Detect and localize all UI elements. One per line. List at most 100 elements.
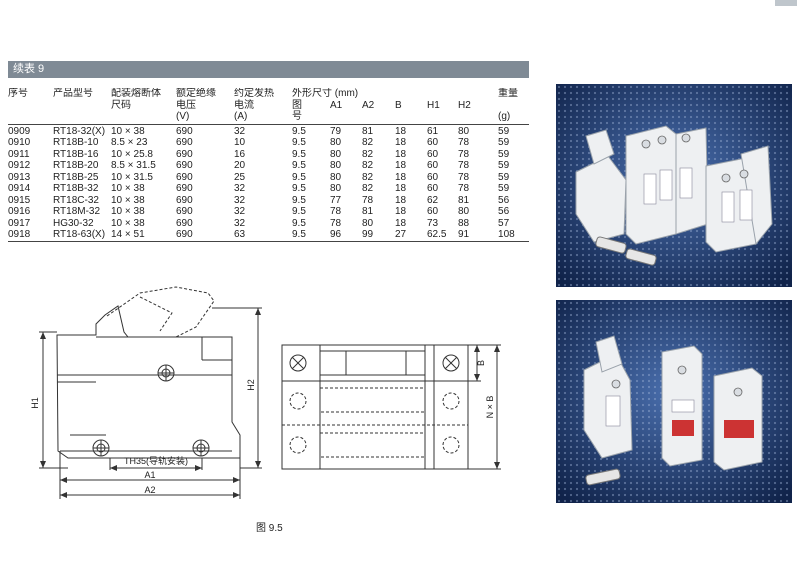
cell-fuse: 10 × 31.5 xyxy=(111,171,153,183)
cell-h1: 61 xyxy=(427,123,458,137)
cell-fuse: 10 × 38 xyxy=(111,206,145,217)
header-seq: 序号 xyxy=(8,88,28,99)
cell-a1: 80 xyxy=(330,160,342,171)
figure-caption: 图 9.5 xyxy=(256,523,283,534)
rail-mount-label: TH35(导轨安装) xyxy=(124,455,188,466)
header-b: B xyxy=(395,99,402,111)
cell-voltage: 690 xyxy=(176,160,193,171)
holder-handle-open xyxy=(106,286,215,338)
cell-h1: 60 xyxy=(427,206,439,217)
cell-fig: 9.5 xyxy=(292,229,330,242)
header-model: 产品型号 xyxy=(53,88,93,99)
loose-fuse-cartridge-2 xyxy=(585,468,621,486)
cell-weight: 59 xyxy=(498,123,530,137)
cell-h2: 78 xyxy=(458,183,470,194)
cell-a2: 99 xyxy=(362,229,395,242)
cell-a2: 82 xyxy=(362,160,374,171)
cell-model: RT18C-32 xyxy=(53,194,99,206)
cell-b: 27 xyxy=(395,229,427,242)
spec-table: 序号 产品型号 配装熔断体尺码 额定绝缘电压(V) 约定发热电流(A) 外形尺寸… xyxy=(8,88,530,242)
cell-weight: 56 xyxy=(498,206,510,217)
cell-current: 32 xyxy=(234,206,246,217)
header-fig: 图号 xyxy=(292,99,302,123)
cell-h1: 62 xyxy=(427,194,439,206)
header-a2: A2 xyxy=(362,99,375,111)
cell-seq: 0918 xyxy=(8,229,53,242)
cell-fuse: 10 × 38 xyxy=(111,217,145,229)
cell-fuse: 14 × 51 xyxy=(111,229,176,242)
cell-weight: 56 xyxy=(498,194,510,206)
cell-a1: 80 xyxy=(330,171,342,183)
cell-current: 25 xyxy=(234,171,246,183)
cell-model: RT18B-16 xyxy=(53,148,99,160)
table-header: 序号 产品型号 配装熔断体尺码 额定绝缘电压(V) 约定发热电流(A) 外形尺寸… xyxy=(8,88,529,124)
cell-a2: 80 xyxy=(362,217,374,229)
cell-h2: 80 xyxy=(458,206,470,217)
cell-weight: 59 xyxy=(498,183,510,194)
cell-fig: 9.5 xyxy=(292,194,306,206)
cell-seq: 0912 xyxy=(8,160,31,171)
cell-fig: 9.5 xyxy=(292,148,306,160)
cell-b: 18 xyxy=(395,206,407,217)
cell-fuse: 10 × 25.8 xyxy=(111,148,153,160)
table-title: 续表 9 xyxy=(13,63,45,75)
terminal-screw-right xyxy=(192,439,210,457)
cell-fig: 9.5 xyxy=(292,217,306,229)
cell-voltage: 690 xyxy=(176,229,234,242)
cell-current: 32 xyxy=(234,217,246,229)
header-h1: H1 xyxy=(427,99,440,111)
cell-h2: 80 xyxy=(458,123,499,137)
cell-h1: 60 xyxy=(427,171,439,183)
cell-seq: 0915 xyxy=(8,194,31,206)
cell-a2: 78 xyxy=(362,194,374,206)
cell-b: 18 xyxy=(395,171,407,183)
cell-a1: 79 xyxy=(330,123,362,137)
cell-fuse: 10 × 38 xyxy=(111,123,176,137)
cell-weight: 59 xyxy=(498,148,510,160)
cell-fig: 9.5 xyxy=(292,171,306,183)
cell-fuse: 8.5 × 31.5 xyxy=(111,160,156,171)
cell-current: 10 xyxy=(234,137,246,148)
cell-model: RT18B-32 xyxy=(53,183,99,194)
terminal-screw-left xyxy=(92,439,110,457)
cell-a2: 82 xyxy=(362,137,374,148)
a1-label: A1 xyxy=(144,470,155,480)
cell-seq: 0909 xyxy=(8,123,53,137)
terminal-screw-top xyxy=(157,364,175,382)
cell-a2: 81 xyxy=(362,123,395,137)
h2-label: H2 xyxy=(246,379,256,391)
cell-fig: 9.5 xyxy=(292,183,306,194)
holder-additional-poles xyxy=(282,387,468,458)
cell-voltage: 690 xyxy=(176,171,193,183)
cell-fuse: 8.5 × 23 xyxy=(111,137,148,148)
cell-seq: 0913 xyxy=(8,171,31,183)
cell-h2: 78 xyxy=(458,137,470,148)
cell-weight: 108 xyxy=(498,229,530,242)
cell-fuse: 10 × 38 xyxy=(111,183,145,194)
cell-seq: 0916 xyxy=(8,206,31,217)
header-weight: 重量(g) xyxy=(498,88,519,122)
product-photo-2-image xyxy=(556,300,792,503)
cell-h1: 60 xyxy=(427,148,439,160)
cell-h2: 78 xyxy=(458,171,470,183)
cell-h1: 62.5 xyxy=(427,229,458,242)
cell-h1: 60 xyxy=(427,160,439,171)
corner-accent xyxy=(775,0,797,6)
b-label: B xyxy=(476,360,486,366)
cell-current: 32 xyxy=(234,194,246,206)
indicator-red-2 xyxy=(724,420,754,438)
cell-a1: 78 xyxy=(330,206,342,217)
cell-h1: 60 xyxy=(427,183,439,194)
header-fuse: 配装熔断体尺码 xyxy=(111,88,161,111)
cell-voltage: 690 xyxy=(176,217,193,229)
a2-label: A2 xyxy=(144,485,155,495)
cell-a1: 80 xyxy=(330,137,342,148)
cell-voltage: 690 xyxy=(176,148,193,160)
cell-a1: 80 xyxy=(330,183,342,194)
cell-seq: 0911 xyxy=(8,148,30,160)
